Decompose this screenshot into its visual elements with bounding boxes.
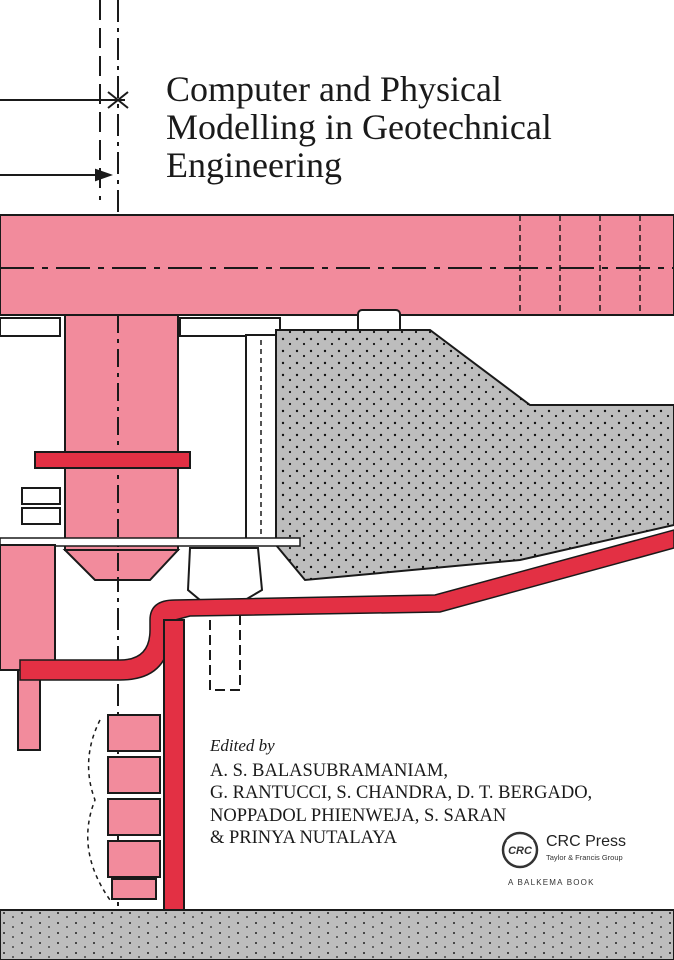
top-beam — [0, 214, 674, 316]
bellows — [107, 714, 161, 900]
publisher-block: CRC CRC Press Taylor & Francis Group A B… — [500, 830, 670, 890]
red-pipe — [19, 529, 674, 681]
editor-credits: Edited by A. S. BALASUBRAMANIAM, G. RANT… — [210, 735, 660, 850]
book-title: Computer and Physical Modelling in Geote… — [166, 70, 646, 184]
editor-line: A. S. BALASUBRAMANIAM, — [210, 760, 448, 781]
crc-logo-text: CRC — [508, 845, 533, 857]
edited-by-label: Edited by — [210, 736, 275, 755]
editor-line: & PRINYA NUTALAYA — [210, 828, 397, 848]
title-line: Engineering — [166, 145, 342, 185]
column — [62, 314, 181, 581]
publisher-imprint: A BALKEMA BOOK — [508, 878, 595, 887]
red-drain-pipe — [163, 619, 185, 921]
editor-line: G. RANTUCCI, S. CHANDRA, D. T. BERGADO, — [210, 783, 593, 803]
crc-logo-icon: CRC — [501, 831, 539, 869]
title-line: Computer and Physical — [166, 69, 502, 109]
editor-line: NOPPADOL PHIENWEJA, S. SARAN — [210, 805, 507, 826]
publisher-group: Taylor & Francis Group — [546, 853, 623, 862]
title-line: Modelling in Geotechnical — [166, 107, 552, 147]
publisher-name: CRC Press — [546, 833, 627, 850]
column-collar — [34, 451, 191, 469]
